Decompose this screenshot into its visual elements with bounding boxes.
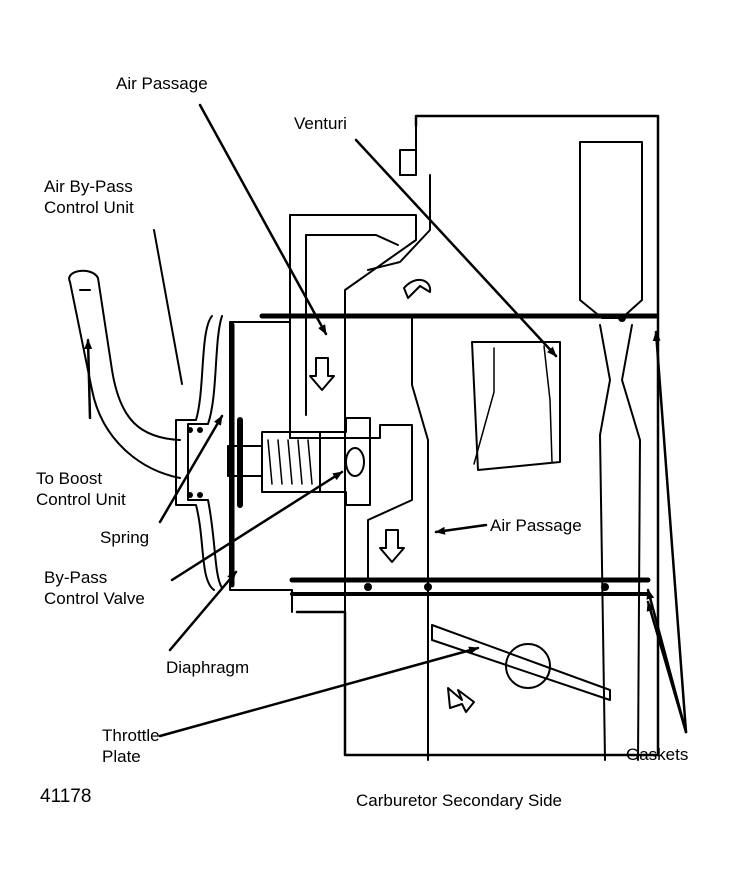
label-bypass-valve-line-1: By-Pass: [44, 568, 108, 587]
label-spring: Spring: [100, 528, 150, 547]
label-bypass-control-valve: By-Pass Control Valve: [44, 567, 145, 609]
label-to-boost-line-2: Control Unit: [36, 490, 126, 509]
label-gaskets: Gaskets: [626, 745, 689, 764]
boost-hose: [68, 269, 181, 479]
label-diaphragm: Diaphragm: [166, 658, 250, 677]
label-to-boost-control-unit: To Boost Control Unit: [36, 468, 126, 510]
carburetor-body: [289, 114, 660, 761]
label-to-boost-line-1: To Boost: [36, 469, 103, 488]
label-throttle-line-1: Throttle: [102, 726, 160, 745]
label-air-passage-top: Air Passage: [116, 74, 208, 93]
label-air-bypass-line-1: Air By-Pass: [44, 177, 133, 196]
label-air-bypass-line-2: Control Unit: [44, 198, 134, 217]
gasket-lines: [259, 313, 659, 596]
flow-arrows: [309, 278, 475, 713]
label-air-bypass-control-unit: Air By-Pass Control Unit: [44, 176, 134, 218]
label-throttle-line-2: Plate: [102, 747, 141, 766]
figure-number: 41178: [40, 786, 92, 807]
leader-lines: [84, 103, 688, 738]
label-air-passage-right: Air Passage: [490, 516, 582, 535]
figure-caption: Carburetor Secondary Side: [356, 791, 563, 810]
label-venturi: Venturi: [294, 114, 347, 133]
label-bypass-valve-line-2: Control Valve: [44, 589, 145, 608]
label-throttle-plate: Throttle Plate: [102, 725, 160, 767]
bypass-control-unit: [175, 315, 371, 613]
